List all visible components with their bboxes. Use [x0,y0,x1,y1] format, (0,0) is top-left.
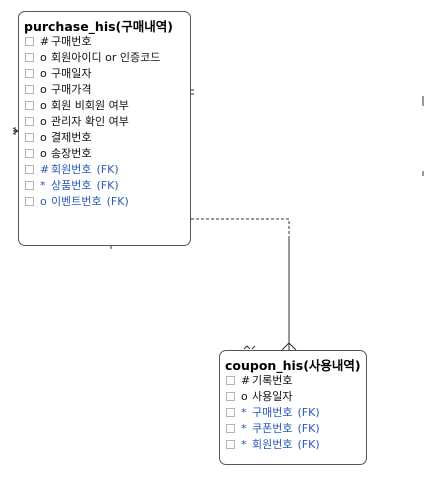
attribute-checkbox-icon [226,375,235,385]
entity-title: coupon_his(사용내역) [225,358,361,373]
attribute-name: 관리자 확인 여부 [51,115,129,128]
relationship-stub-right [191,89,194,95]
attribute-row[interactable]: o 결제번호 [25,129,190,145]
attribute-symbol: o [40,130,47,144]
attribute-checkbox-icon [25,52,34,62]
fk-tag: (FK) [297,437,320,451]
attribute-symbol: o [40,146,47,160]
entity-title: purchase_his(구매내역) [24,19,173,34]
attribute-row[interactable]: o 회원아이디 or 인증코드 [25,49,190,65]
attribute-symbol: # [40,162,50,176]
fk-tag: (FK) [96,162,119,176]
attribute-symbol: o [40,82,47,96]
attribute-row[interactable]: * 구매번호 (FK) [226,404,366,420]
attribute-row[interactable]: o 송장번호 [25,145,190,161]
attribute-row[interactable]: o 구매가격 [25,81,190,97]
attribute-row[interactable]: o 사용일자 [226,388,366,404]
crows-foot-coupon [281,342,297,351]
attribute-row[interactable]: #기록번호 [226,372,366,388]
attribute-symbol: * [241,405,247,419]
attribute-symbol: o [40,50,47,64]
attribute-name: 회원 비회원 여부 [51,99,129,112]
attribute-checkbox-icon [226,439,235,449]
attribute-name: 구매번호 [252,406,293,419]
attribute-checkbox-icon [25,148,34,158]
relationship-tick-coupon [243,345,256,350]
attribute-checkbox-icon [226,407,235,417]
attribute-symbol: * [40,178,46,192]
attribute-name: 구매일자 [51,67,92,80]
attribute-symbol: o [40,194,47,208]
attribute-symbol: # [241,373,251,387]
attribute-symbol: * [241,437,247,451]
fk-tag: (FK) [297,421,320,435]
attribute-row[interactable]: o 회원 비회원 여부 [25,97,190,113]
attribute-row[interactable]: #회원번호 (FK) [25,161,190,177]
fk-tag: (FK) [106,194,129,208]
attribute-name: 사용일자 [252,390,293,403]
attribute-symbol: o [241,389,248,403]
attribute-name: 기록번호 [252,374,293,387]
attribute-symbol: o [40,114,47,128]
attribute-checkbox-icon [25,84,34,94]
attribute-checkbox-icon [25,116,34,126]
attribute-name: 이벤트번호 [51,195,102,208]
attribute-checkbox-icon [25,68,34,78]
attribute-symbol: * [241,421,247,435]
attribute-name: 회원번호 [252,438,293,451]
attribute-checkbox-icon [25,100,34,110]
attribute-row[interactable]: o 구매일자 [25,65,190,81]
attribute-name: 회원아이디 or 인증코드 [51,51,161,64]
attribute-name: 구매가격 [51,83,92,96]
attribute-row[interactable]: * 회원번호 (FK) [226,436,366,452]
attribute-symbol: o [40,98,47,112]
attribute-name: 상품번호 [51,179,92,192]
attribute-name: 쿠폰번호 [252,422,293,435]
attribute-checkbox-icon [25,164,34,174]
attribute-name: 송장번호 [51,147,92,160]
attribute-row[interactable]: * 상품번호 (FK) [25,177,190,193]
attribute-symbol: # [40,34,50,48]
fk-tag: (FK) [297,405,320,419]
attribute-name: 결제번호 [51,131,92,144]
attribute-name: 회원번호 [51,163,92,176]
relationship-purchase-coupon[interactable] [191,218,290,237]
fk-tag: (FK) [96,178,119,192]
attribute-checkbox-icon [226,423,235,433]
attribute-row[interactable]: o 이벤트번호 (FK) [25,193,190,209]
attribute-row[interactable]: #구매번호 [25,33,190,49]
attribute-checkbox-icon [25,196,34,206]
attribute-checkbox-icon [226,391,235,401]
attribute-checkbox-icon [25,180,34,190]
attribute-symbol: o [40,66,47,80]
attribute-checkbox-icon [25,132,34,142]
attribute-name: 구매번호 [51,35,92,48]
attribute-row[interactable]: * 쿠폰번호 (FK) [226,420,366,436]
attribute-row[interactable]: o 관리자 확인 여부 [25,113,190,129]
attribute-checkbox-icon [25,36,34,46]
